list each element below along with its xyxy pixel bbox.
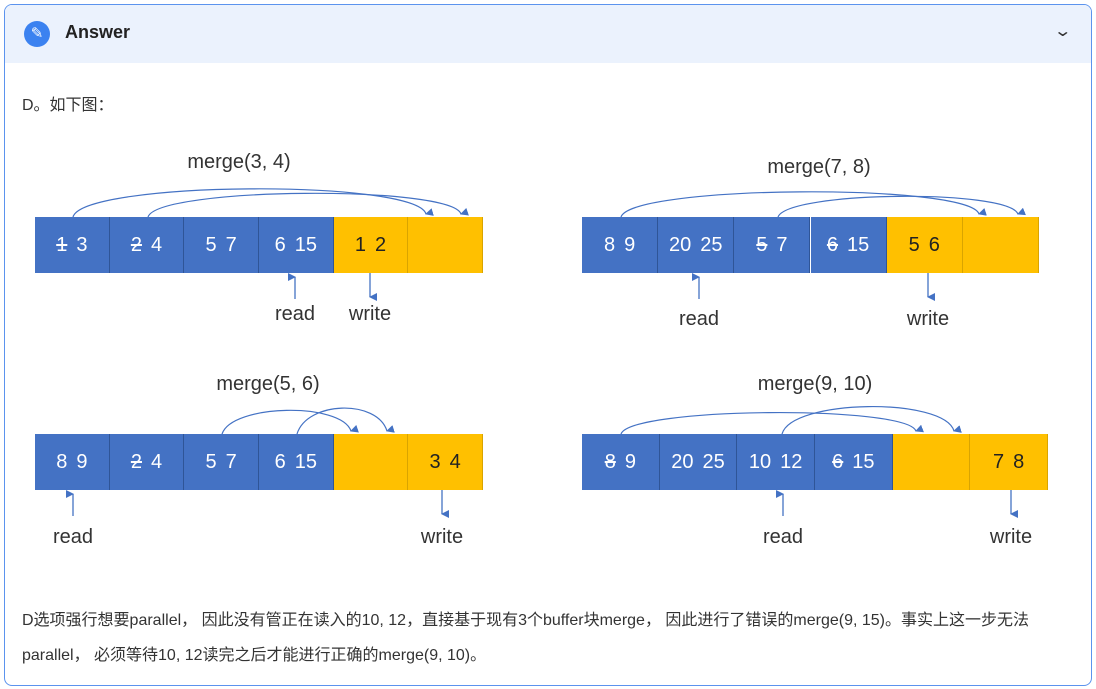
buffer-value: 9 bbox=[624, 233, 636, 256]
output-buffer-block bbox=[408, 217, 483, 273]
buffer-value: 7 bbox=[225, 450, 237, 473]
buffer-value: 20 bbox=[671, 450, 694, 473]
write-label: write bbox=[420, 526, 464, 548]
pencil-icon: ✎ bbox=[24, 21, 50, 47]
read-label: read bbox=[678, 308, 720, 330]
write-label: write bbox=[906, 308, 950, 330]
read-label: read bbox=[52, 526, 94, 548]
input-buffer-block: 6 15 bbox=[815, 434, 893, 490]
output-buffer-block bbox=[962, 217, 1039, 273]
merge-title: merge(3, 4) bbox=[187, 151, 291, 173]
merge-title: merge(7, 8) bbox=[767, 156, 871, 178]
buffer-value: 7 bbox=[993, 450, 1005, 473]
consumed-value: 1 bbox=[56, 233, 68, 256]
buffer-value: 12 bbox=[780, 450, 803, 473]
buffer-value: 5 bbox=[908, 233, 920, 256]
consumed-value: 5 bbox=[756, 233, 768, 256]
merge-arc-arrow bbox=[781, 406, 962, 435]
buffer-value: 1 bbox=[354, 233, 366, 256]
read-label: read bbox=[274, 303, 316, 325]
buffer-value: 3 bbox=[429, 450, 441, 473]
buffer-value: 6 bbox=[274, 450, 286, 473]
buffer-value: 9 bbox=[624, 450, 636, 473]
merge-arc-arrow bbox=[72, 188, 434, 218]
buffer-value: 4 bbox=[150, 450, 163, 473]
answer-header[interactable]: ✎ Answer ⌄ bbox=[5, 5, 1091, 63]
buffer-value: 7 bbox=[776, 233, 788, 256]
buffer-value: 8 bbox=[56, 450, 68, 473]
answer-title: Answer bbox=[65, 22, 131, 42]
merge-arc-arrow bbox=[296, 407, 395, 435]
merge-arc-arrow bbox=[620, 411, 924, 435]
merge-arc-arrow bbox=[620, 191, 987, 218]
merge-title: merge(9, 10) bbox=[757, 373, 873, 395]
buffer-value: 15 bbox=[852, 450, 875, 473]
buffer-value: 10 bbox=[748, 450, 772, 473]
buffer-value: 15 bbox=[847, 233, 870, 256]
buffer-value: 8 bbox=[603, 233, 616, 256]
answer-intro: D。如下图： bbox=[22, 97, 114, 114]
read-label: read bbox=[762, 526, 804, 548]
input-buffer-block: 6 15 bbox=[810, 217, 887, 273]
consumed-value: 2 bbox=[130, 233, 142, 256]
consumed-value: 6 bbox=[826, 233, 839, 256]
buffer-value: 7 bbox=[225, 233, 237, 256]
buffer-value: 5 bbox=[205, 233, 217, 256]
input-buffer-block: 6 15 bbox=[259, 217, 334, 273]
buffer-value: 8 bbox=[1013, 450, 1025, 473]
buffer-value: 4 bbox=[449, 450, 461, 473]
buffer-value: 15 bbox=[294, 233, 318, 256]
explanation-text: D选项强行想要parallel， 因此没有管正在读入的10, 12，直接基于现有… bbox=[22, 612, 1029, 664]
buffer-value: 9 bbox=[76, 450, 88, 473]
buffer-value: 20 bbox=[668, 233, 692, 256]
merge-title: merge(5, 6) bbox=[216, 373, 320, 395]
buffer-value: 25 bbox=[702, 450, 725, 473]
input-buffer-block: 10 12 bbox=[737, 434, 815, 490]
input-buffer-block: 6 15 bbox=[259, 434, 334, 490]
buffer-value: 4 bbox=[150, 233, 163, 256]
buffer-value: 3 bbox=[76, 233, 88, 256]
output-buffer-block bbox=[333, 434, 409, 490]
buffer-value: 6 bbox=[928, 233, 940, 256]
merge-arc-arrow bbox=[777, 195, 1026, 218]
output-buffer-block bbox=[892, 434, 971, 490]
write-label: write bbox=[989, 526, 1033, 548]
chevron-down-icon[interactable]: ⌄ bbox=[1052, 23, 1072, 40]
buffer-value: 6 bbox=[274, 233, 286, 256]
consumed-value: 6 bbox=[832, 450, 844, 473]
consumed-value: 2 bbox=[130, 450, 142, 473]
merge-arc-arrow bbox=[221, 409, 359, 435]
merge-arc-arrow bbox=[147, 192, 469, 218]
buffer-value: 5 bbox=[205, 450, 217, 473]
buffer-value: 15 bbox=[294, 450, 318, 473]
buffer-value: 2 bbox=[374, 233, 387, 256]
buffer-value: 25 bbox=[700, 233, 723, 256]
write-label: write bbox=[348, 303, 392, 325]
arrows-layer bbox=[66, 188, 1026, 518]
consumed-value: 8 bbox=[604, 450, 616, 473]
